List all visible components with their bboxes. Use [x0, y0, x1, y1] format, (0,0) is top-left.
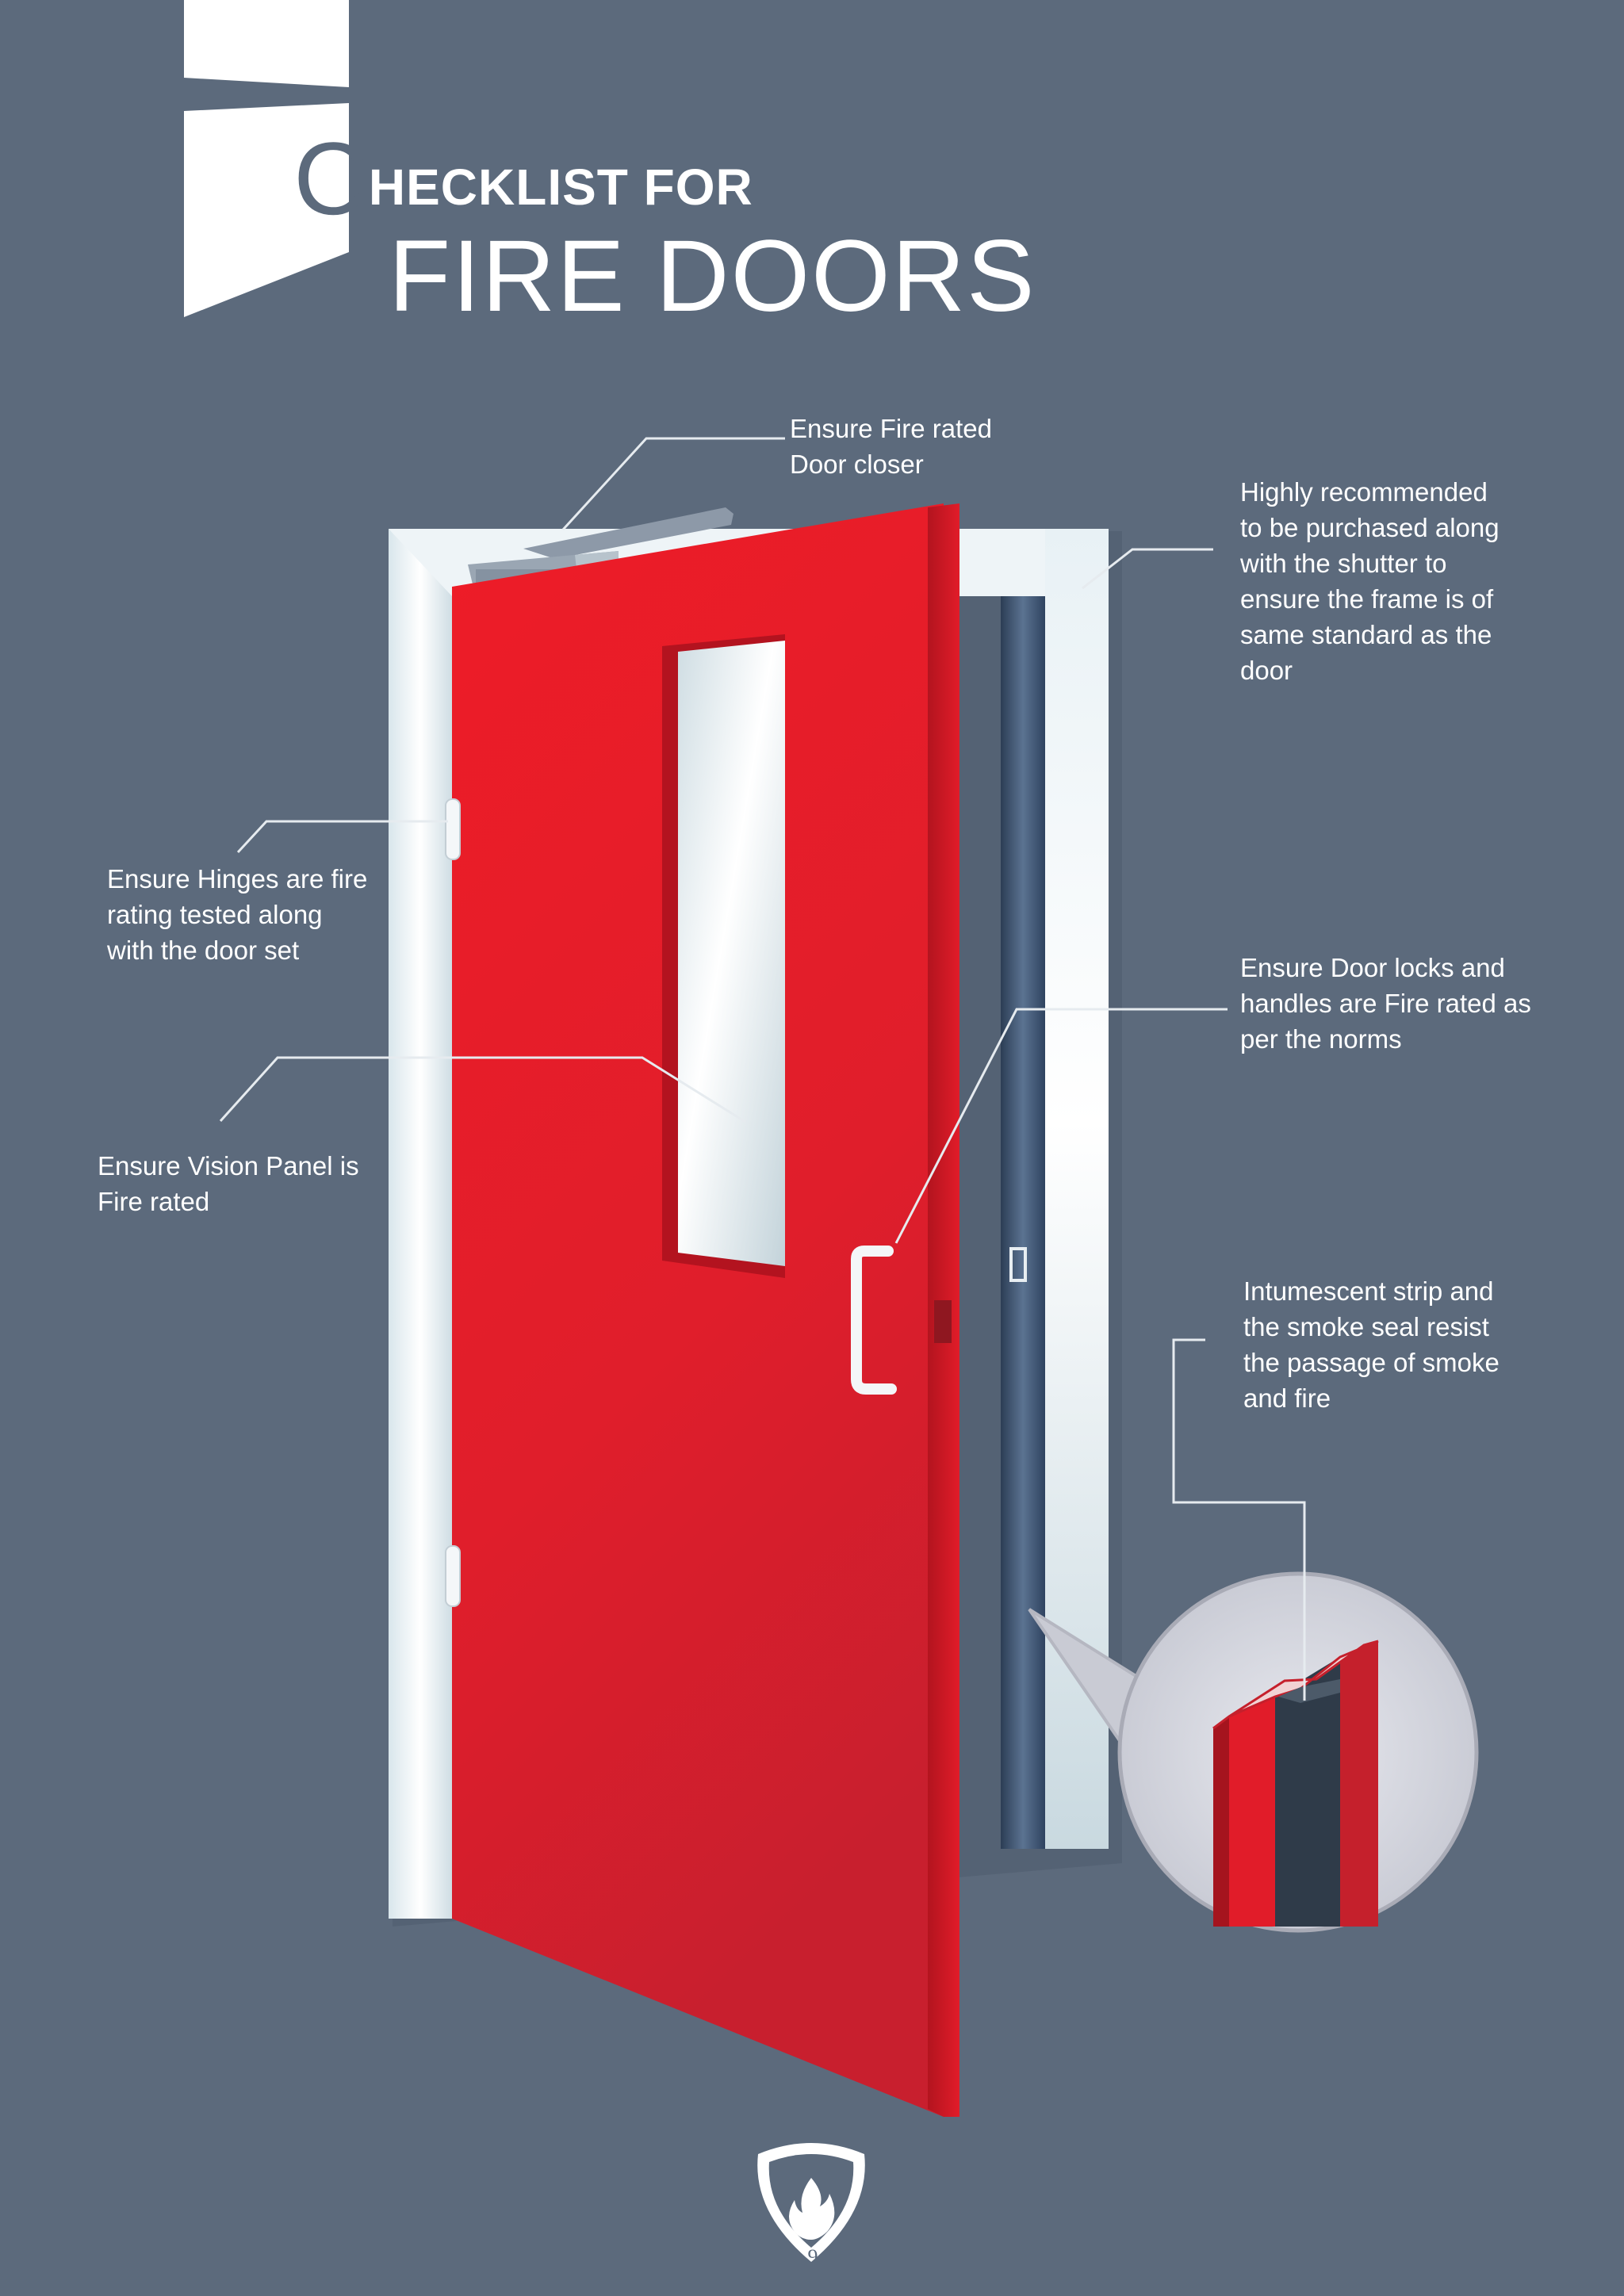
page-title-line2: FIRE DOORS: [389, 220, 1036, 333]
leader-vision-panel: [219, 1056, 746, 1123]
page-number: 9: [807, 2245, 818, 2268]
callout-intumescent: Intumescent strip and the smoke seal res…: [1243, 1276, 1500, 1413]
door-handle: [851, 1246, 897, 1395]
vision-panel-glass: [678, 641, 785, 1266]
title-initial: C: [293, 121, 369, 236]
hinge-bottom: [445, 1545, 461, 1607]
callout-frame: Highly recommended to be purchased along…: [1240, 477, 1500, 685]
title-block: CHECKLIST FOR FIRE DOORS: [0, 0, 1624, 333]
leader-frame: [1082, 548, 1213, 590]
title-shape-bottom: [184, 103, 349, 317]
door-slab: [452, 503, 944, 2117]
fire-shield-icon: [757, 2143, 865, 2262]
frame-right-jamb: [1045, 529, 1109, 1849]
hinge-top: [445, 798, 461, 860]
frame-left-jamb: [389, 529, 452, 1919]
callout-door-closer: Ensure Fire rated Door closer: [790, 414, 992, 479]
leader-locks: [894, 1008, 1228, 1244]
title-shape-top: [184, 0, 349, 87]
leader-door-closer: [561, 437, 785, 531]
leader-hinges: [236, 820, 448, 854]
title-line1-rest: HECKLIST FOR: [368, 159, 753, 216]
frame-inner-jamb: [1001, 596, 1045, 1849]
callout-vision-panel: Ensure Vision Panel is Fire rated: [98, 1151, 359, 1216]
callout-hinges: Ensure Hinges are fire rating tested alo…: [107, 864, 368, 965]
leader-intumescent: [1172, 1338, 1306, 1701]
page-title-line1: CHECKLIST FOR: [293, 119, 753, 238]
door-closer-arm: [523, 507, 733, 559]
callout-locks: Ensure Door locks and handles are Fire r…: [1240, 953, 1531, 1054]
